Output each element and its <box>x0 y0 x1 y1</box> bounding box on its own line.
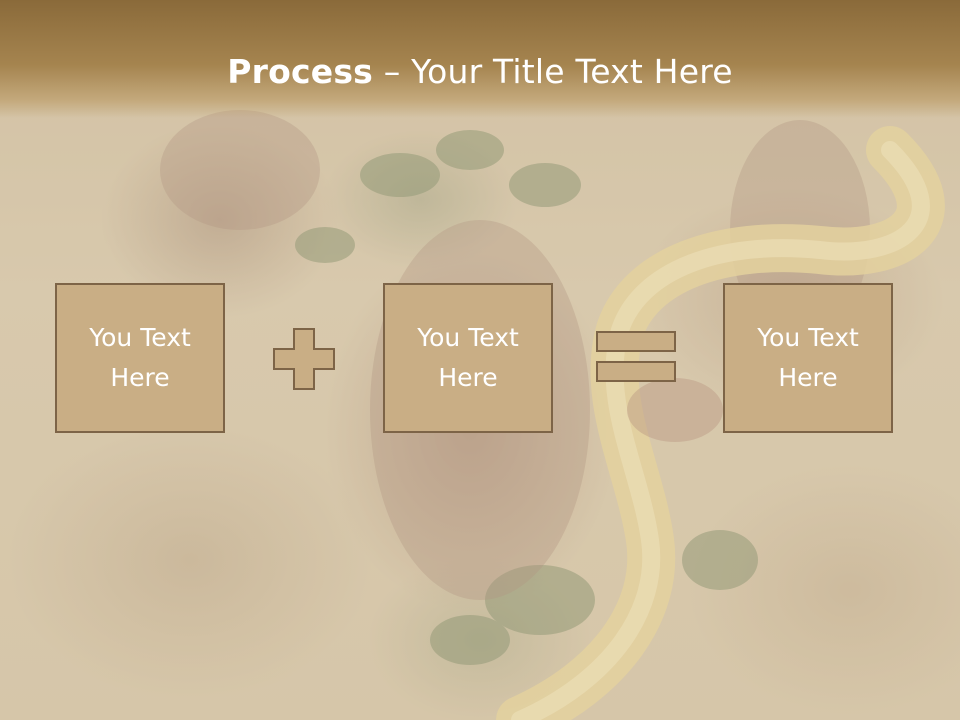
process-box-1: You Text Here <box>55 283 225 433</box>
process-box-2: You Text Here <box>383 283 553 433</box>
process-box-3: You Text Here <box>723 283 893 433</box>
title-bar: Process – Your Title Text Here <box>0 0 960 118</box>
slide-title: Process – Your Title Text Here <box>0 52 960 91</box>
process-box-2-label: You Text Here <box>417 323 519 392</box>
title-strong: Process <box>227 52 374 91</box>
title-rest: – Your Title Text Here <box>373 52 733 91</box>
process-box-1-label: You Text Here <box>89 323 191 392</box>
equals-icon <box>596 331 676 382</box>
process-box-3-label: You Text Here <box>757 323 859 392</box>
plus-icon <box>273 328 335 390</box>
